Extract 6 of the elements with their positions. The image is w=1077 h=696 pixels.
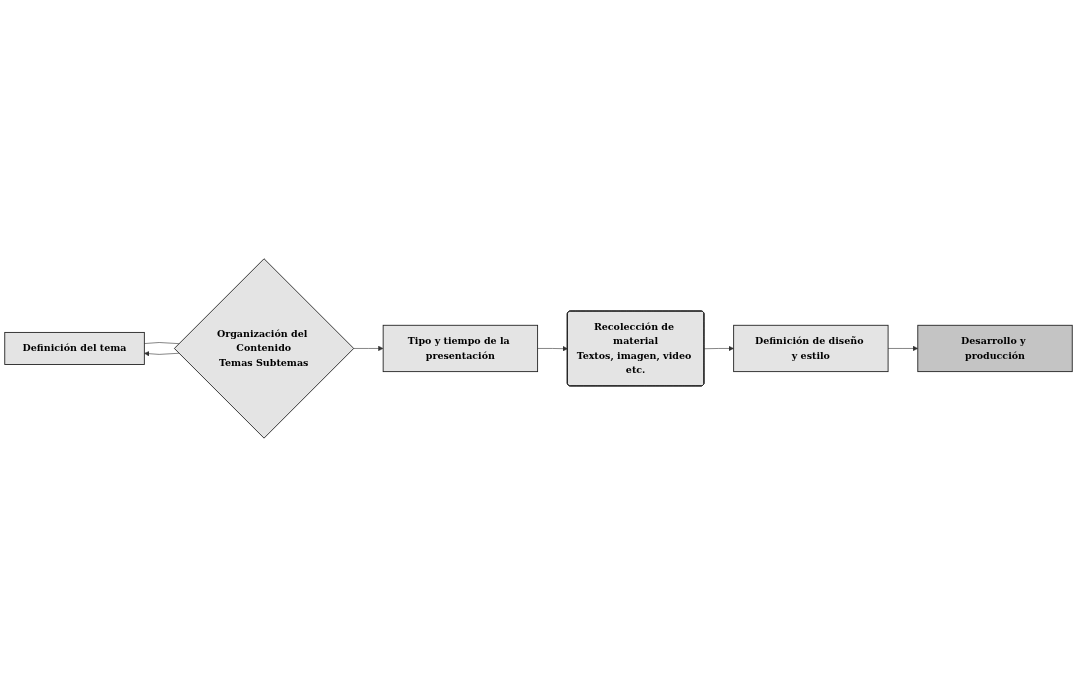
- node-box: Definición de diseño y estilo: [733, 324, 889, 372]
- node-box: Definición del tema: [4, 331, 145, 365]
- node-box: Desarrollo y producción: [917, 324, 1073, 372]
- node-box: Tipo y tiempo de la presentación: [382, 324, 539, 372]
- connector: [144, 341, 180, 344]
- node-diamond: Organización del Contenido Temas Subtemas: [173, 257, 355, 439]
